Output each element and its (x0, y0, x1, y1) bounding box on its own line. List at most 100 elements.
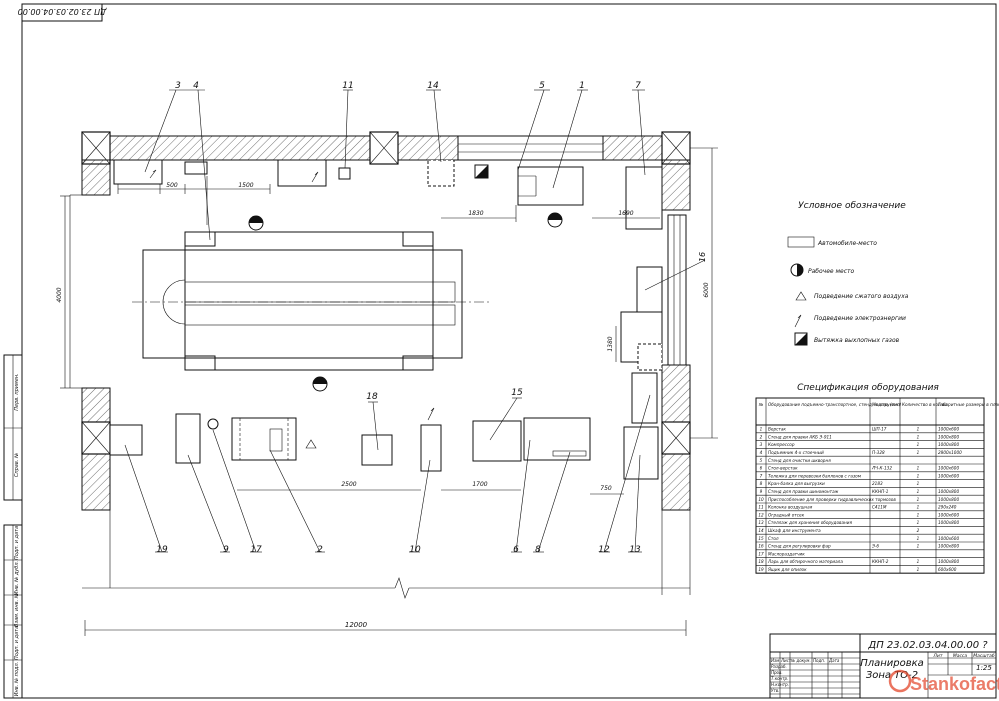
spec-header-5: Габаритные размеры в плане (мм) (938, 402, 999, 407)
callout-2: 2 (317, 545, 323, 555)
spec-cell: 15 (758, 536, 764, 541)
tb-role: Утв. (771, 688, 779, 693)
spec-cell: 14 (758, 528, 764, 533)
side-label-6: Подп. и дата (14, 626, 20, 660)
spec-cell: Колонка воздушная (768, 505, 813, 510)
callout-6: 6 (513, 545, 519, 555)
equip-10 (420, 424, 442, 472)
watermark: Stankofactory (888, 669, 999, 694)
equip-16 (636, 266, 663, 313)
tb-role: Пров. (771, 670, 783, 675)
dim-1830: 1830 (468, 210, 483, 217)
spec-cell: 1000х800 (938, 520, 959, 525)
spec-header-1: № (758, 402, 764, 407)
spec-cell: 1 (917, 473, 920, 478)
doc-code: ДП 23.02.03.04.00.00 ? (867, 640, 988, 651)
tb-role: Разраб. (771, 664, 787, 669)
legend-air-mark (795, 291, 807, 301)
spec-cell: 1 (917, 567, 920, 572)
spec-header-4: Количество в кол-во (902, 402, 948, 407)
spec-cell: 1 (917, 427, 920, 432)
tb-head: Подп. (813, 658, 825, 663)
callout-11: 11 (342, 81, 353, 91)
spec-cell: 1 (917, 481, 920, 486)
spec-cell: 1 (917, 497, 920, 502)
dim-500: 500 (166, 182, 178, 189)
spec-cell: Шкаф для инструмента (768, 528, 821, 533)
spec-cell: 1000х800 (938, 442, 959, 447)
legend-car-place-mark (787, 236, 815, 248)
callout-18: 18 (366, 392, 378, 402)
dim-2500: 2500 (341, 481, 356, 488)
spec-cell: 1 (917, 512, 920, 517)
spec-cell: Стенд для правки шиномонтаж (768, 489, 839, 494)
dim-6000: 6000 (703, 282, 710, 297)
callout-13: 13 (629, 545, 641, 555)
tb-mass: Масса (953, 653, 968, 659)
spec-cell: 9 (760, 489, 763, 494)
spec-cell: 1 (917, 559, 920, 564)
spec-cell: 19 (758, 567, 764, 572)
dimension-lines (60, 147, 718, 636)
spec-cell: 17 (758, 551, 764, 556)
spec-cell: 1000х600 (938, 473, 959, 478)
spec-cell: 1000х800 (938, 497, 959, 502)
callout-15: 15 (511, 388, 523, 398)
legend-label-4: Подведение электроэнергии (814, 315, 906, 322)
legend-label-2: Рабочее место (808, 268, 855, 275)
spec-cell: 600х600 (938, 567, 957, 572)
dim-1380: 1380 (607, 336, 614, 351)
callout-3: 3 (175, 81, 181, 91)
side-label-2: Справ. № (14, 453, 20, 477)
spec-cell: 1000х800 (938, 489, 959, 494)
callout-9: 9 (223, 545, 229, 555)
spec-cell: 1 (760, 427, 763, 432)
spec-cell: Маслораздатчик (768, 551, 805, 556)
equip-14 (427, 159, 455, 187)
side-label-5: Взам. инв. № (14, 593, 20, 627)
tb-role: Т.контр. (771, 676, 788, 681)
spec-cell: 11 (758, 505, 764, 510)
equip-19 (109, 424, 143, 456)
spec-cell: 1000х600 (938, 512, 959, 517)
spec-cell: 1 (917, 536, 920, 541)
dimension-texts: 500 1500 1830 1690 4000 6000 1380 2500 1… (56, 182, 710, 629)
side-label-7: Инв. № подл. (14, 662, 20, 697)
spec-cell: 2800х1000 (938, 450, 962, 455)
spec-cell: 1000х600 (938, 466, 959, 471)
spec-cell: Ларь для обтирочного материала (767, 559, 843, 564)
spec-cell: Стол (768, 536, 779, 541)
spec-cell: 13 (758, 520, 764, 525)
equip-5 (517, 166, 584, 206)
callout-12: 12 (598, 545, 610, 555)
side-columns: Перв. примен. Справ. № Подп. и дата Инв.… (3, 354, 23, 699)
dim-4000: 4000 (56, 287, 63, 302)
equip-7 (625, 166, 663, 230)
tb-head: № докум. (790, 658, 811, 663)
sheet-frame (21, 3, 997, 699)
spec-cell: ШП-17 (872, 427, 887, 432)
spec-cell: 4 (760, 450, 763, 455)
watermark-text: Stankofactory (910, 674, 999, 694)
leader-lines (124, 89, 706, 553)
spec-cell: 1 (917, 434, 920, 439)
spec-cell: Приспособление для проверки гидравлическ… (768, 497, 896, 502)
spec-cell: 1000х600 (938, 536, 959, 541)
spec-cell: ЛЧ-К-132 (871, 466, 892, 471)
callout-17: 17 (250, 545, 262, 555)
side-label-4: Инв. № дубл. (14, 561, 20, 595)
tb-role: Н.контр. (771, 682, 789, 687)
equip-3 (113, 159, 163, 185)
spec-cell: Э-6 (871, 544, 879, 549)
dim-1500: 1500 (238, 182, 253, 189)
spec-cell: 290х240 (938, 505, 957, 510)
equip-17 (207, 418, 219, 430)
spec-cell: Стеллаж для хранения оборудования (768, 520, 853, 525)
spec-cell: 1000х800 (938, 544, 959, 549)
spec-cell: 2 (760, 434, 763, 439)
dim-1700: 1700 (472, 481, 487, 488)
legend-power-mark (794, 314, 802, 328)
spec-cell: 12 (758, 512, 764, 517)
spec-cell: Тележка для перевозки баллонов с газом (768, 473, 861, 478)
